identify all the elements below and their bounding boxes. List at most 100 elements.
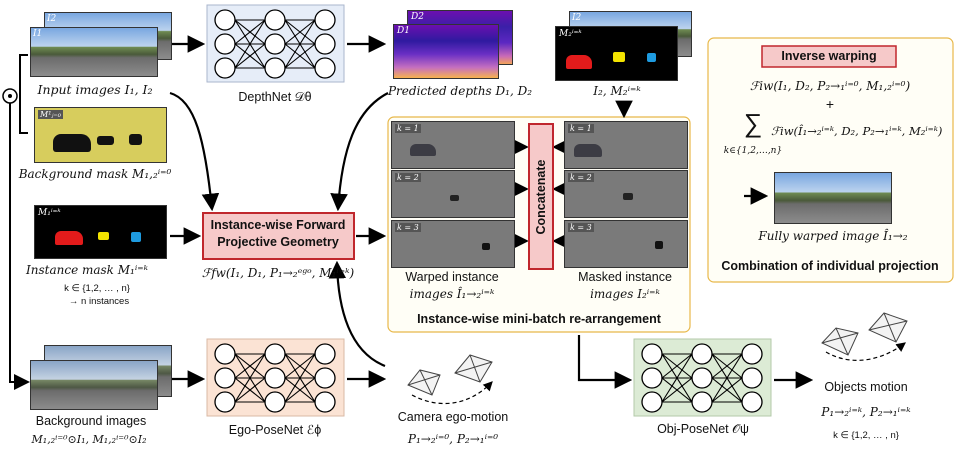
network-node bbox=[741, 391, 763, 413]
input-image-i2-tag: I2 bbox=[47, 14, 57, 24]
forward-geometry-line2: Projective Geometry bbox=[217, 235, 339, 249]
instance-mask-red bbox=[55, 231, 83, 245]
network-edge bbox=[284, 353, 316, 379]
masked-instance-label-2: images I₂ⁱ⁼ᵏ bbox=[590, 287, 660, 301]
instance-mask-label: Instance mask M₁ⁱ⁼ᵏ bbox=[26, 263, 148, 277]
warped-k1-tag: k = 1 bbox=[395, 124, 421, 133]
m2-mask-blue bbox=[647, 53, 656, 62]
network-node bbox=[214, 343, 236, 365]
network-edge bbox=[711, 353, 743, 379]
input-images-label: Input images I₁, I₂ bbox=[37, 82, 153, 97]
egoposenet-graph bbox=[214, 343, 336, 413]
network-edge bbox=[284, 353, 316, 403]
network-node bbox=[214, 391, 236, 413]
network-node bbox=[691, 367, 713, 389]
forward-geometry-box bbox=[202, 212, 355, 260]
network-node bbox=[314, 9, 336, 31]
objects-motion-label: Objects motion bbox=[824, 380, 908, 394]
warped-instance-label-2: images Î₁→₂ⁱ⁼ᵏ bbox=[409, 287, 495, 301]
masked-k3-tag: k = 3 bbox=[568, 223, 594, 232]
warped-k3-tag: k = 3 bbox=[395, 223, 421, 232]
combination-sum-index: k∈{1,2,…,n} bbox=[723, 146, 783, 156]
masked-k2-car bbox=[623, 193, 633, 200]
warped-k2-tag: k = 2 bbox=[395, 173, 421, 182]
warped-instance-label-1: Warped instance bbox=[405, 270, 499, 284]
inverse-warping-label: Inverse warping bbox=[781, 49, 877, 63]
network-edge bbox=[711, 377, 743, 403]
input-image-i1: I1 bbox=[30, 27, 158, 77]
network-node bbox=[314, 391, 336, 413]
masked-instance-k1: k = 1 bbox=[564, 121, 688, 169]
network-node bbox=[314, 343, 336, 365]
instance-mask-k-range: k ∈ {1,2, … , n} bbox=[64, 283, 130, 294]
warped-instance-k2: k = 2 bbox=[391, 170, 515, 218]
combination-plus: + bbox=[825, 96, 835, 112]
warped-k2-car bbox=[450, 195, 459, 201]
m2-mask-yellow bbox=[613, 52, 625, 62]
network-node bbox=[314, 57, 336, 79]
m2-mask-image: M₂ⁱ⁼ᵏ bbox=[555, 26, 678, 81]
masked-k1-tag: k = 1 bbox=[568, 124, 594, 133]
network-node bbox=[264, 367, 286, 389]
camera-motion-label: Camera ego-motion bbox=[397, 410, 509, 424]
network-edge bbox=[234, 19, 266, 69]
network-node bbox=[641, 367, 663, 389]
forward-geometry-formula: ℱfw(I₁, D₁, P₁→₂ᵉᵍᵒ, M₁ⁱ⁼ᵏ) bbox=[201, 266, 355, 280]
forward-geometry-line1: Instance-wise Forward bbox=[210, 218, 346, 232]
network-edge bbox=[284, 43, 316, 69]
network-node bbox=[691, 343, 713, 365]
network-node bbox=[264, 391, 286, 413]
m2-mask-red bbox=[566, 55, 592, 69]
masked-instance-label-1: Masked instance bbox=[578, 270, 672, 284]
egoposenet-label: Ego-PoseNet ℰϕ bbox=[228, 423, 322, 437]
network-node bbox=[741, 367, 763, 389]
network-edge bbox=[661, 377, 693, 403]
network-node bbox=[641, 391, 663, 413]
network-edge bbox=[234, 353, 266, 379]
network-edge bbox=[284, 377, 316, 403]
network-edge bbox=[234, 19, 266, 45]
arrow-camera-to-forward bbox=[328, 260, 386, 368]
depth-map-d1: D1 bbox=[393, 24, 499, 79]
depth-d2-tag: D2 bbox=[411, 12, 424, 22]
background-images-label: Background images bbox=[35, 414, 147, 428]
predicted-depths-label: Predicted depths D₁, D₂ bbox=[387, 84, 533, 98]
instance-mask-tag: M₁ⁱ⁼ᵏ bbox=[38, 208, 61, 218]
depthnet-label: DepthNet 𝒟θ bbox=[238, 90, 312, 104]
instance-mask-image: M₁ⁱ⁼ᵏ bbox=[34, 205, 167, 259]
network-node bbox=[214, 57, 236, 79]
background-images-formula: M₁,₂ⁱ⁼⁰⊙I₁, M₁,₂ⁱ⁼⁰⊙I₂ bbox=[31, 433, 147, 446]
arrow-minibatch-to-objpose bbox=[577, 335, 633, 389]
input-split-connector bbox=[9, 54, 30, 390]
masked-instance-k2: k = 2 bbox=[564, 170, 688, 218]
network-edge bbox=[711, 353, 743, 403]
network-node bbox=[264, 9, 286, 31]
camera-frustum-icons bbox=[407, 354, 493, 396]
background-image-1 bbox=[30, 360, 158, 410]
network-edge bbox=[284, 19, 316, 69]
arrow-depths-to-forward bbox=[330, 92, 389, 212]
warped-instance-k3: k = 3 bbox=[391, 220, 515, 268]
i2-tag: I2 bbox=[572, 13, 582, 23]
warped-k1-car bbox=[410, 144, 436, 156]
background-mask-car2 bbox=[97, 136, 114, 145]
background-mask-car1 bbox=[53, 134, 91, 152]
network-edge bbox=[234, 353, 266, 403]
network-node bbox=[214, 33, 236, 55]
warped-k3-car bbox=[482, 243, 490, 250]
masked-k2-tag: k = 2 bbox=[568, 173, 594, 182]
m2-tag: M₂ⁱ⁼ᵏ bbox=[559, 29, 582, 39]
combination-sum-symbol: ∑ bbox=[743, 108, 763, 138]
network-node bbox=[741, 343, 763, 365]
network-node bbox=[641, 343, 663, 365]
background-mask-car3 bbox=[129, 134, 142, 145]
network-node bbox=[264, 57, 286, 79]
masked-k3-car bbox=[655, 241, 663, 249]
fully-warped-label: Fully warped image Î₁→₂ bbox=[758, 229, 908, 243]
network-node bbox=[264, 343, 286, 365]
network-edge bbox=[661, 353, 693, 403]
depth-d1-tag: D1 bbox=[397, 26, 410, 36]
instance-mask-blue bbox=[131, 232, 141, 242]
network-node bbox=[214, 9, 236, 31]
network-node bbox=[264, 33, 286, 55]
